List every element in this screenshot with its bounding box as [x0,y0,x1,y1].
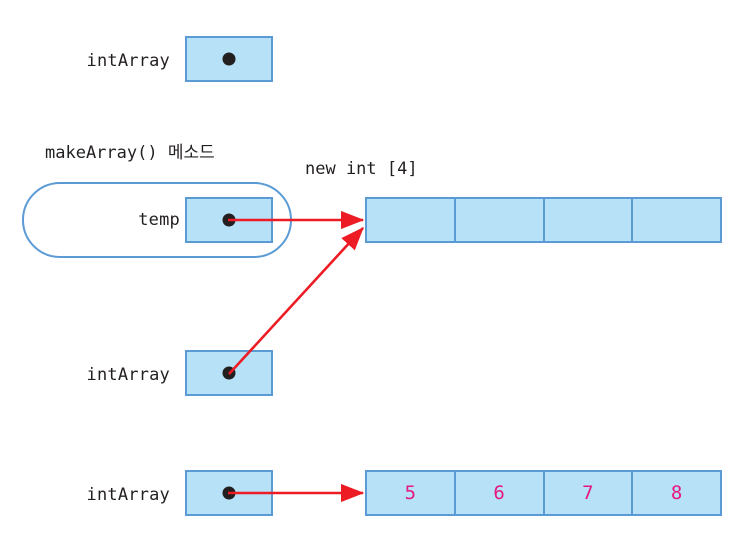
new-int-array-label: new int [4] [305,159,418,179]
array-cell: 6 [456,472,545,514]
array-cell: 8 [670,482,683,504]
method-frame-title: makeArray() 메소드 [45,143,215,163]
array-cell [367,199,456,241]
temp-box[interactable] [185,197,273,243]
array-cell [545,199,634,241]
array-cell [633,199,720,241]
array-cell: 5 [367,472,456,514]
array-cell [456,199,545,241]
stage4-intarray-box[interactable] [185,470,273,516]
valued-array: 5 6 7 8 [365,470,722,516]
temp-variable-label: temp [138,210,180,230]
stage3-intarray-box[interactable] [185,350,273,396]
reference-dot-icon [222,366,236,380]
heap-array-empty [365,197,722,243]
stage4-intarray-label: intArray [86,485,170,505]
reference-dot-icon [222,52,236,66]
stage1-intarray-box[interactable] [185,36,273,82]
stage3-intarray-label: intArray [86,365,170,385]
array-cell: 7 [545,472,634,514]
stage1-intarray-label: intArray [86,51,170,71]
reference-dot-icon [222,486,236,500]
reference-dot-icon [222,213,236,227]
